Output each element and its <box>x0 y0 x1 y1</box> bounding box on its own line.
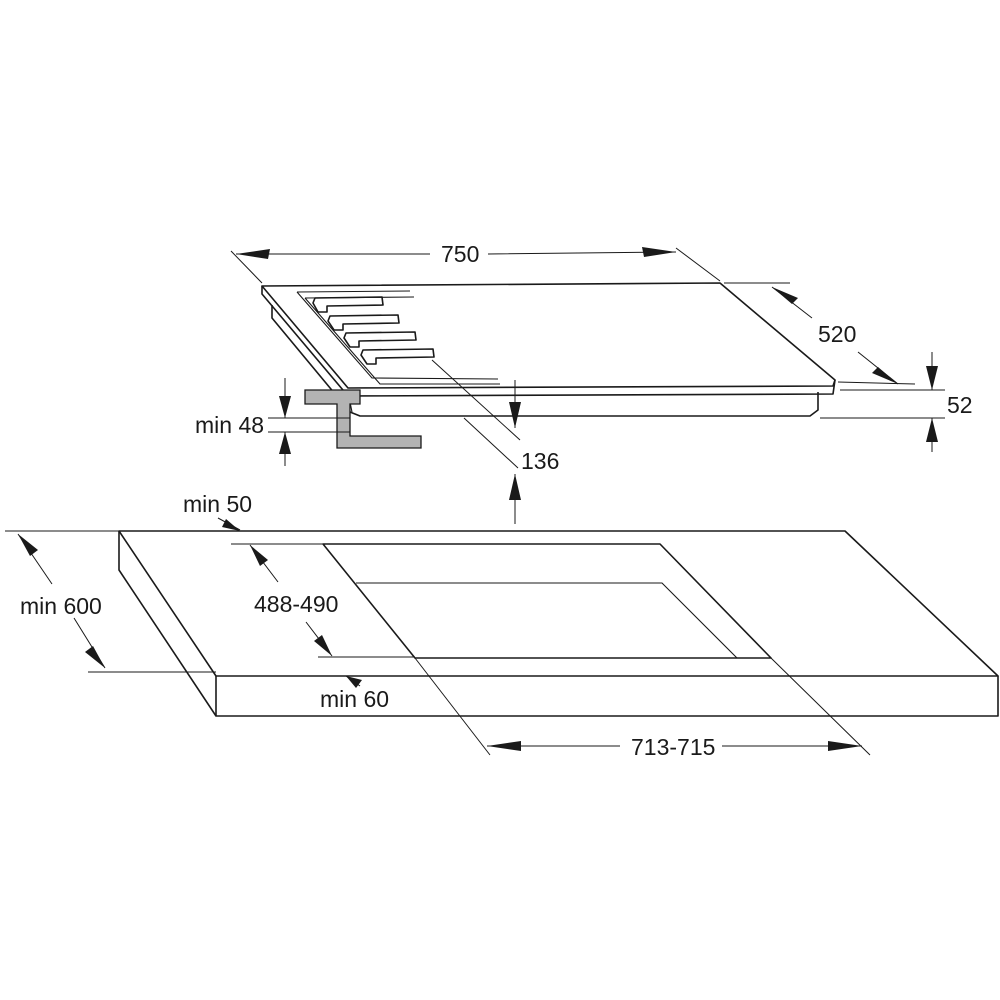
label-cutout-width: 713-715 <box>631 734 715 760</box>
countertop-front-face <box>215 676 999 717</box>
label-height: 52 <box>947 392 973 418</box>
knob-1 <box>312 296 384 313</box>
hob-plate-edge <box>261 286 836 397</box>
hob-top-plate <box>261 282 836 389</box>
label-min-rear-distance: min 50 <box>183 491 252 517</box>
hob <box>261 282 836 417</box>
knob-3 <box>343 331 417 348</box>
label-min-counter-depth: min 600 <box>20 593 102 619</box>
countertop <box>118 530 999 717</box>
dim-min-front-distance: min 60 <box>320 675 389 712</box>
label-gap: 136 <box>521 448 559 474</box>
dim-min-counter-depth: min 600 <box>5 530 216 673</box>
countertop-side-face <box>118 531 217 717</box>
countertop-top-face <box>118 530 999 677</box>
label-width: 750 <box>441 241 479 267</box>
dim-depth: 520 <box>724 282 916 385</box>
dim-min-clearance-below: min 48 <box>195 378 350 466</box>
hob-body <box>271 305 819 417</box>
countertop-cutout <box>322 543 772 659</box>
label-cutout-depth: 488-490 <box>254 591 338 617</box>
dim-gap: 136 <box>431 359 559 524</box>
cutout-inner-wall <box>356 582 738 659</box>
knob-2 <box>327 314 400 331</box>
dim-min-rear-distance: min 50 <box>183 491 323 545</box>
label-min-front-distance: min 60 <box>320 686 389 712</box>
knob-4 <box>360 348 435 365</box>
dim-height: 52 <box>820 352 973 452</box>
dim-cutout-width: 713-715 <box>414 657 871 760</box>
control-panel <box>296 290 499 380</box>
dim-cutout-depth: 488-490 <box>249 544 415 658</box>
label-depth: 520 <box>818 321 856 347</box>
mounting-bracket <box>304 389 422 449</box>
dim-width: 750 <box>230 241 721 284</box>
label-min-clearance-below: min 48 <box>195 412 264 438</box>
